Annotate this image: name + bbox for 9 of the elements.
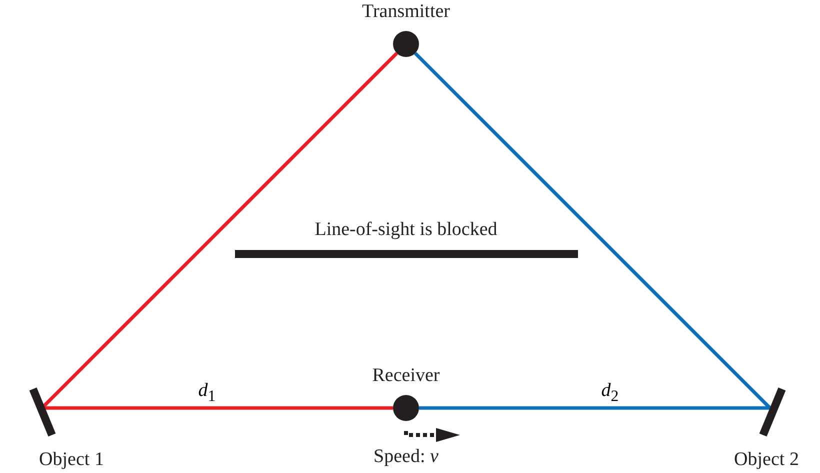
node-label: Receiver — [372, 366, 440, 385]
node-label: Transmitter — [362, 2, 450, 21]
node-label: Object 2 — [734, 450, 799, 469]
node-label: Object 1 — [39, 450, 104, 469]
node-label: Line-of-sight is blocked — [314, 220, 498, 239]
speed-label: Speed: v — [374, 447, 438, 466]
signal-path — [42, 406, 393, 410]
signal-path — [419, 406, 770, 410]
signal-path — [40, 52, 398, 410]
